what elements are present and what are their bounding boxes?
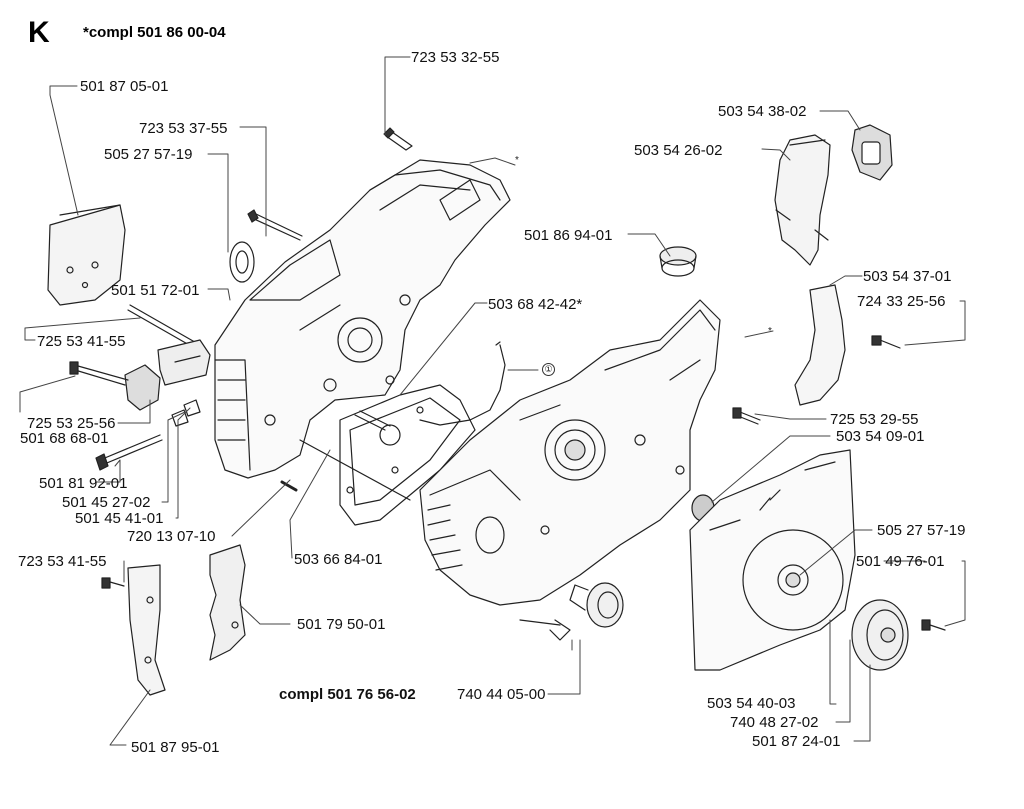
part-label: 720 13 07-10 [127,528,216,545]
part-label: 725 53 41-55 [37,333,126,350]
oring-seal [419,341,506,426]
part-label: 503 54 38-02 [718,103,807,120]
clutch-drum [851,599,946,671]
part-label: 503 54 09-01 [836,428,925,445]
part-label: 501 86 94-01 [524,227,613,244]
pin [280,480,298,492]
small-bolt-right [732,407,761,425]
bracket-block [157,339,211,386]
part-label: 503 66 84-01 [294,551,383,568]
part-label: 501 87 05-01 [80,78,169,95]
chain-guide-left [101,564,166,696]
screw-724 [871,335,901,349]
bolt-long [247,209,303,241]
crankcase-half-left [214,159,511,479]
part-label: 740 48 27-02 [730,714,819,731]
part-label: 723 53 37-55 [139,120,228,137]
leader-lines [19,56,966,746]
part-label: 725 53 29-55 [830,411,919,428]
chain-catcher [69,361,161,411]
dust-cap [659,246,697,277]
part-label: 740 44 05-00 [457,686,546,703]
part-label: 501 81 92-01 [39,475,128,492]
part-label: 505 27 57-19 [877,522,966,539]
inlet-elbow [774,134,831,266]
heat-shield [794,284,846,406]
part-label: 503 54 26-02 [634,142,723,159]
chain-guide-plate [47,204,126,306]
starter-plate [689,449,856,671]
oil-pump-screw [354,410,401,446]
reference-mark: ① [542,363,555,376]
part-label: 723 53 41-55 [18,553,107,570]
part-label: 505 27 57-19 [104,146,193,163]
bolt-top [383,127,413,151]
part-label: 503 54 40-03 [707,695,796,712]
pump-assembly [519,582,624,641]
part-label: 501 68 68-01 [20,430,109,447]
small-nuts [171,399,201,427]
asterisk-mark-1: * [515,155,519,166]
part-label: 501 45 27-02 [62,494,151,511]
part-label: 724 33 25-56 [857,293,946,310]
assembly-number: *compl 501 86 00-04 [83,24,226,41]
part-label: 501 45 41-01 [75,510,164,527]
seal-ring-left [229,241,255,283]
crankcase-half-right [419,299,721,606]
rod [299,439,411,501]
part-label: 503 54 37-01 [863,268,952,285]
part-label: 501 79 50-01 [297,616,386,633]
rubber-boot [851,124,893,181]
adjusting-screw [95,434,163,471]
part-label: 501 51 72-01 [111,282,200,299]
sub-assembly-number: compl 501 76 56-02 [279,686,416,703]
part-label: 501 87 24-01 [752,733,841,750]
asterisk-mark-2: * [768,326,772,337]
part-label: 503 68 42-42* [488,296,583,313]
part-label: 723 53 32-55 [411,49,500,66]
spike-bumper [209,544,246,661]
part-label: 725 53 25-56 [27,415,116,432]
part-label: 501 87 95-01 [131,739,220,756]
part-label: 501 49 76-01 [856,553,945,570]
section-letter: K [28,16,50,49]
